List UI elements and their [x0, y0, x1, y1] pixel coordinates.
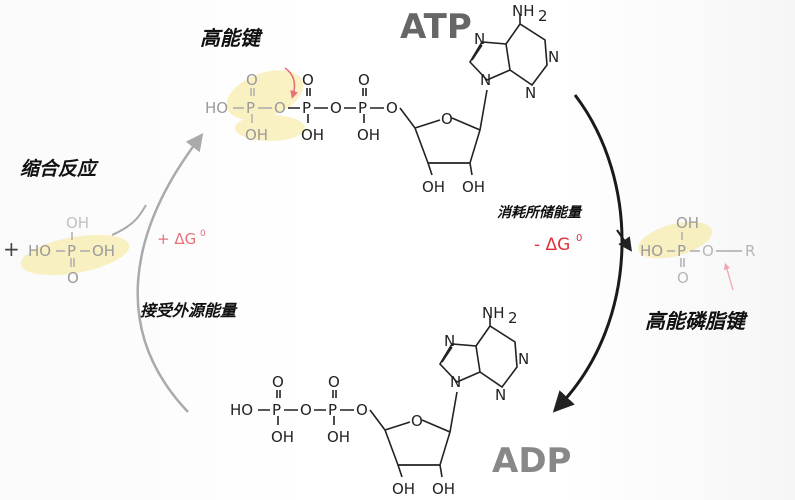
phosphate-join-arrow: [111, 204, 147, 236]
plus-sign: +: [3, 237, 20, 261]
atom-o: O: [411, 412, 423, 430]
adp-ribose-adenine: O OH OH N N N N NH 2: [384, 304, 529, 498]
atom-oh: OH: [301, 126, 324, 144]
atom-oh: OH: [66, 214, 89, 232]
atp-ribose-adenine: O OH OH N N N N NH 2: [414, 2, 559, 196]
atom-oh: OH: [245, 126, 268, 144]
atom-n: N: [548, 48, 559, 66]
atom-r: R: [745, 242, 755, 260]
atom-o: O: [358, 71, 370, 89]
minus-dg-sup: 0: [576, 233, 582, 244]
atom-oh: OH: [357, 126, 380, 144]
atom-sub2: 2: [538, 7, 548, 25]
atom-o: O: [274, 99, 286, 117]
atom-p: P: [328, 401, 337, 419]
atom-oh: OH: [432, 480, 455, 498]
plus-delta-g: + ΔG 0: [157, 229, 206, 248]
atom-n: N: [474, 30, 485, 48]
atom-p: P: [358, 99, 367, 117]
atom-nh2: NH: [482, 304, 505, 322]
atom-o: O: [246, 71, 258, 89]
high-energy-bond-label: 高能键: [200, 26, 263, 50]
atom-p: P: [302, 99, 311, 117]
plus-dg-sup: 0: [200, 229, 206, 239]
atom-o: O: [272, 373, 284, 391]
atom-p: P: [677, 242, 686, 260]
minus-dg-text: - ΔG: [534, 235, 570, 255]
atom-ho: HO: [205, 99, 228, 117]
minus-delta-g: - ΔG 0: [534, 233, 582, 255]
phosphate-release-arrow: [616, 229, 632, 252]
atom-o: O: [677, 269, 689, 287]
atom-o: O: [328, 373, 340, 391]
atp-title: ATP: [400, 7, 472, 47]
high-energy-bond-pointer: [284, 67, 298, 99]
plus-dg-text: + ΔG: [157, 230, 196, 248]
atom-oh: OH: [422, 178, 445, 196]
phosphoester-bond-label: 高能磷脂键: [645, 309, 748, 333]
atom-oh: OH: [327, 428, 350, 446]
atom-o: O: [302, 71, 314, 89]
atom-n: N: [480, 71, 491, 89]
atom-p: P: [246, 99, 255, 117]
atom-o: O: [386, 99, 398, 117]
atom-oh: OH: [392, 480, 415, 498]
atom-o: O: [441, 110, 453, 128]
atom-o: O: [702, 242, 714, 260]
atom-p: P: [272, 401, 281, 419]
atom-oh: OH: [462, 178, 485, 196]
atom-n: N: [525, 84, 536, 102]
atom-n: N: [444, 332, 455, 350]
atom-n: N: [450, 373, 461, 391]
atom-p: P: [67, 242, 76, 260]
atom-sub2: 2: [508, 309, 518, 327]
atom-ho: HO: [640, 242, 663, 260]
atom-n: N: [518, 350, 529, 368]
atom-oh: OH: [92, 242, 115, 260]
atom-o: O: [356, 401, 368, 419]
atom-o: O: [300, 401, 312, 419]
condensation-label: 缩合反应: [20, 158, 99, 180]
atom-ho: HO: [28, 242, 51, 260]
free-phosphate: + HO P OH OH O: [3, 214, 115, 287]
adp-diphosphate: HO P O P O O O OH OH: [230, 373, 386, 446]
atom-o: O: [330, 99, 342, 117]
phosphoester-group: HO P O R OH O: [640, 214, 755, 287]
accept-energy-label: 接受外源能量: [140, 301, 238, 320]
atom-nh2: NH: [512, 2, 535, 20]
consume-energy-label: 消耗所储能量: [497, 204, 583, 221]
atp-triphosphate: HO P O P O P O O O O OH OH OH: [205, 71, 416, 144]
phosphoester-pointer: [723, 262, 734, 291]
atom-n: N: [495, 386, 506, 404]
atom-o: O: [67, 269, 79, 287]
atom-oh: OH: [676, 214, 699, 232]
atom-oh: OH: [271, 428, 294, 446]
atom-ho: HO: [230, 401, 253, 419]
synthesis-arrow: [136, 133, 204, 413]
adp-title: ADP: [492, 441, 571, 481]
